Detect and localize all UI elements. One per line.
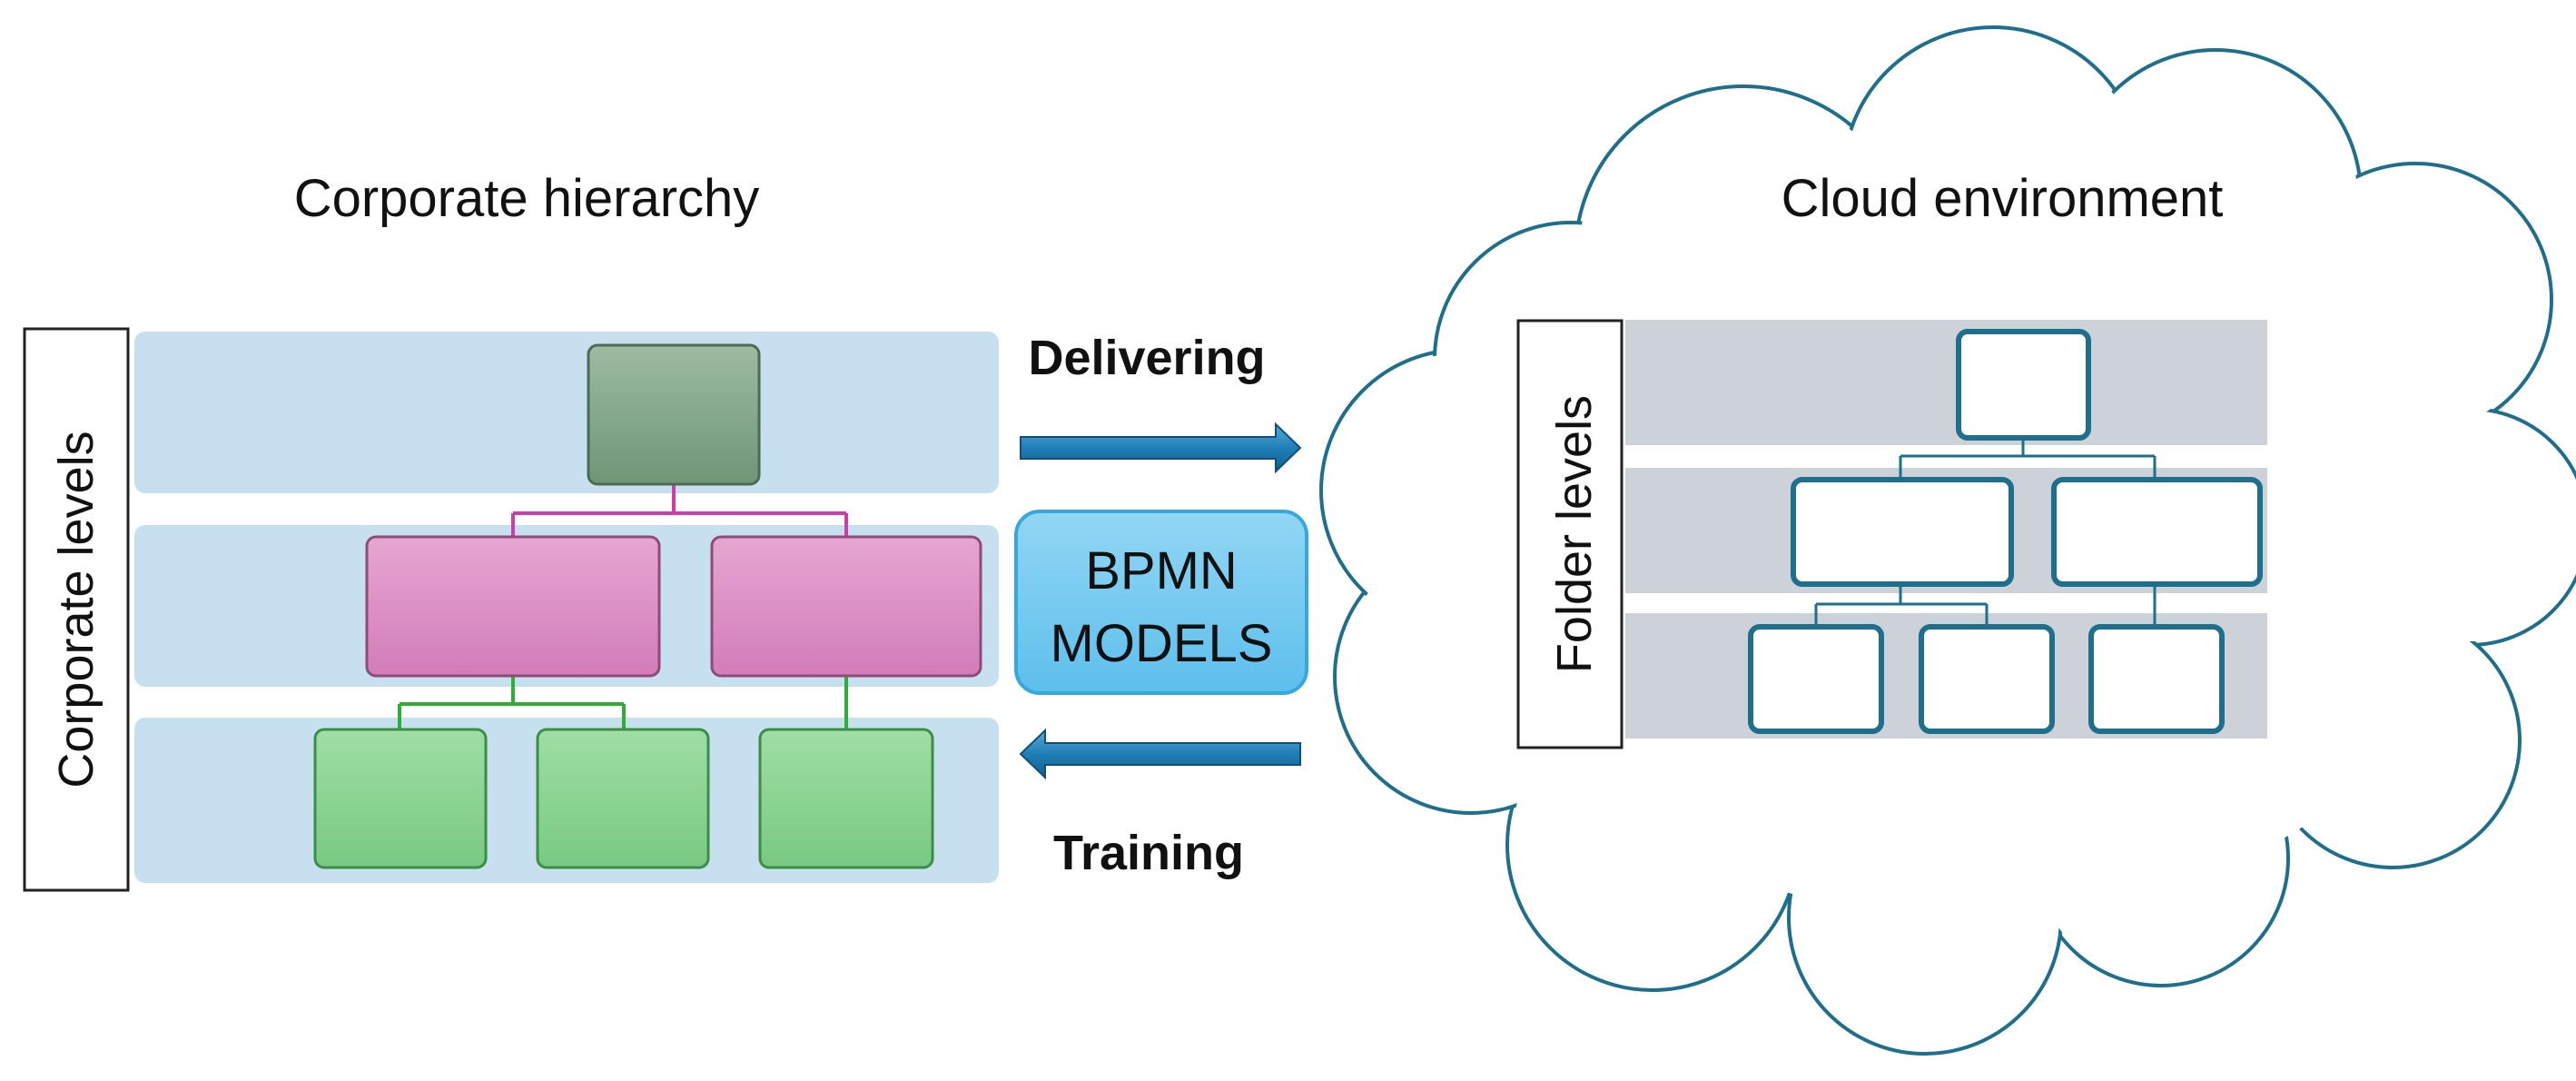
corporate-node-middle-right (710, 535, 982, 678)
top-to-middle-connector (511, 484, 848, 537)
bpmn-models-box (1014, 510, 1308, 695)
corporate-node-bottom-3 (758, 728, 934, 869)
corporate-levels-label-box (23, 327, 130, 892)
bpmn-models-line-1: BPMN (1085, 541, 1238, 600)
corporate-node-bottom-2 (536, 728, 710, 869)
cloud-environment-title: Cloud environment (1781, 169, 2224, 228)
folder-node-bottom-3 (2088, 624, 2225, 734)
bpmn-models-line-2: MODELS (1051, 614, 1273, 673)
corporate-node-middle-left (365, 535, 661, 678)
corporate-level-band-1 (134, 332, 999, 493)
folder-node-bottom-2 (1919, 624, 2055, 734)
folder-levels-label-box (1516, 319, 1624, 749)
folder-node-middle-left (1791, 477, 2014, 587)
folder-levels-label: Folder levels (1547, 395, 1602, 673)
delivering-label: Delivering (1028, 331, 1265, 385)
folder-node-bottom-1 (1748, 624, 1884, 734)
training-arrow (1019, 728, 1301, 780)
folder-level-band-1 (1625, 320, 2267, 445)
corporate-node-top (587, 343, 761, 486)
corporate-node-bottom-1 (313, 728, 488, 869)
folder-connectors (1814, 438, 2157, 627)
training-label: Training (1053, 826, 1244, 880)
delivering-arrow (1020, 421, 1302, 474)
middle-to-bottom-connector-left (398, 676, 626, 729)
corporate-levels-label: Corporate levels (49, 431, 104, 788)
folder-node-middle-right (2051, 477, 2263, 587)
folder-node-top (1956, 329, 2091, 441)
corporate-hierarchy-title: Corporate hierarchy (294, 169, 760, 228)
